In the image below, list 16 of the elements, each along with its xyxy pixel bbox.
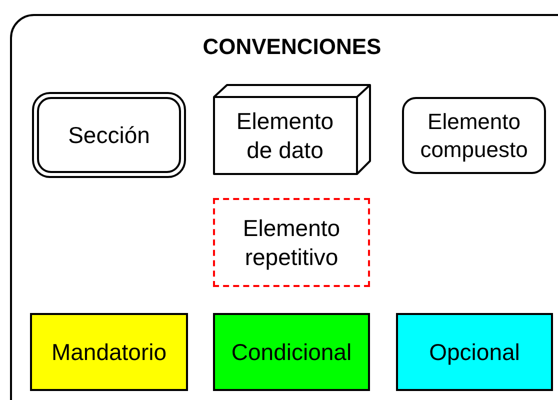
rounded-box <box>402 97 546 174</box>
box-label: Mandatorio <box>51 338 167 366</box>
double-border-box <box>32 92 186 178</box>
dashed-box <box>213 198 370 287</box>
box-label: Elemento compuesto <box>419 108 529 163</box>
legend-title: CONVENCIONES <box>202 36 382 58</box>
box-label: Elemento de dato <box>235 107 335 165</box>
box-label: Condicional <box>231 338 352 366</box>
cube-box <box>213 84 371 175</box>
color-box <box>396 313 553 391</box>
color-box <box>213 313 370 391</box>
box-label: Sección <box>68 120 150 150</box>
color-box <box>30 313 188 391</box>
box-label: Opcional <box>429 338 520 366</box>
legend-frame <box>10 14 558 400</box>
box-label: Elemento repetitivo <box>242 214 342 272</box>
